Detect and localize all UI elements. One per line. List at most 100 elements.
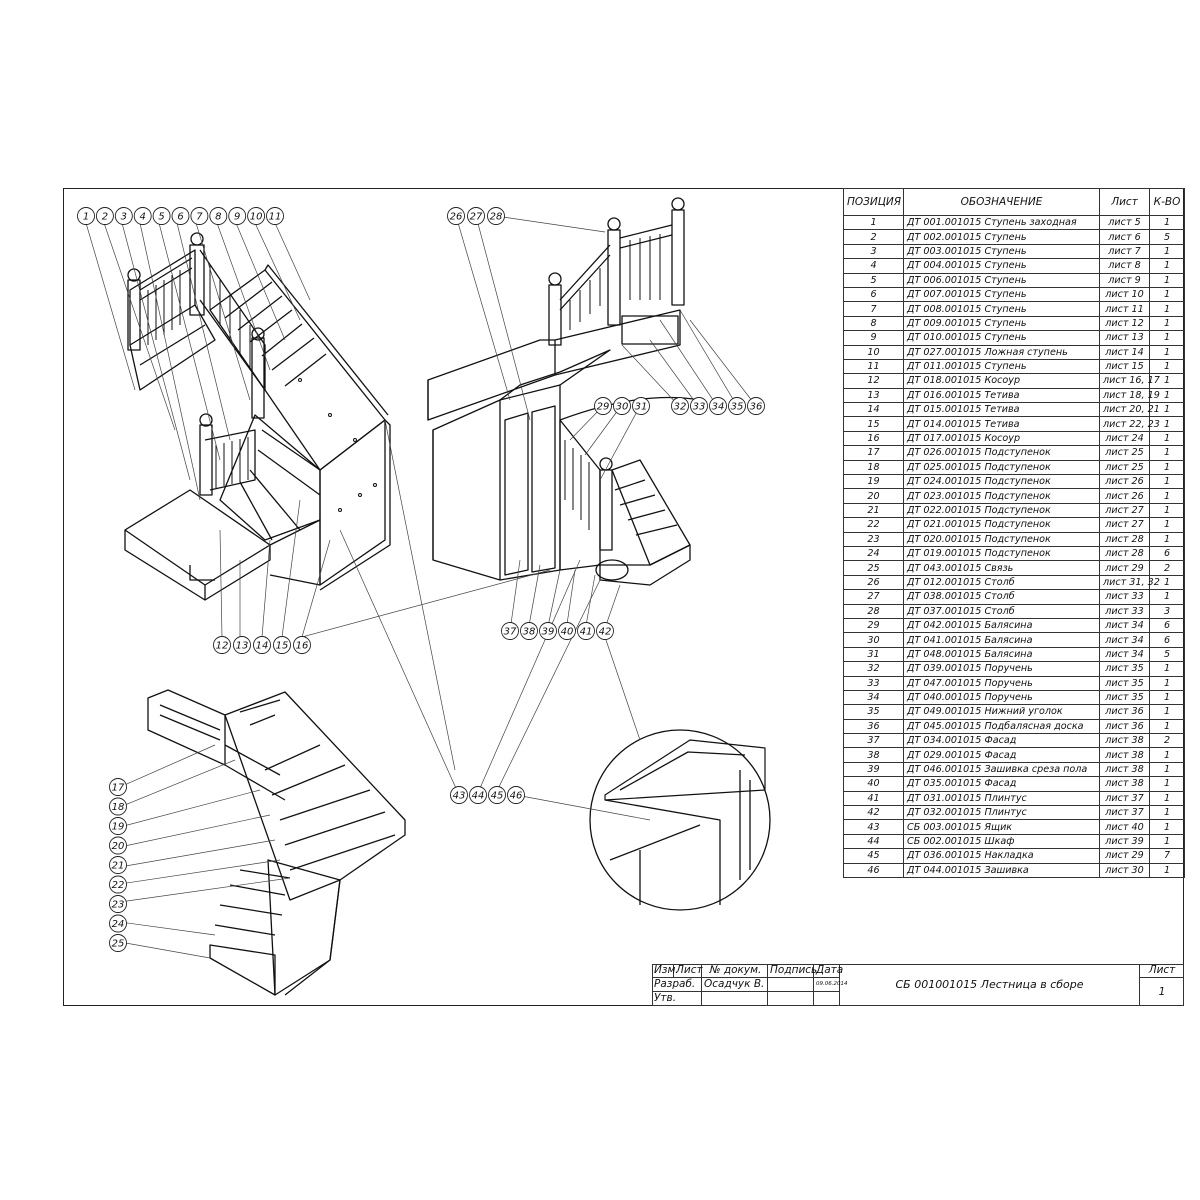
spec-designation: ДТ 010.001015 Ступень [903,330,1100,346]
spec-position: 36 [843,718,904,735]
spec-qty: 1 [1149,258,1185,274]
tb-date: Дата [814,964,844,978]
callout-5: 5 [152,207,171,225]
callout-label: 37 [504,627,517,638]
callout-8: 8 [209,207,228,225]
spec-designation: ДТ 011.001015 Ступень [903,358,1100,375]
spec-qty: 1 [1149,315,1185,332]
spec-qty: 1 [1149,330,1185,346]
callout-33: 33 [690,397,708,415]
spec-sheet: лист 8 [1099,258,1150,274]
spec-position: 39 [843,761,904,778]
spec-position: 25 [843,560,904,576]
tb-utv-name [702,992,768,1006]
spec-position: 17 [843,445,904,461]
spec-position: 6 [843,286,904,303]
spec-position: 35 [843,704,904,720]
spec-qty: 1 [1149,661,1185,677]
callout-label: 2 [102,212,108,223]
spec-position: 2 [843,229,904,245]
tb-utv-date [814,992,840,1006]
callout-label: 28 [490,212,503,223]
tb-utv-signature [768,992,814,1006]
spec-sheet: лист 39 [1099,833,1150,850]
spec-designation: ДТ 017.001015 Косоур [903,430,1100,447]
callout-label: 39 [542,627,555,638]
spec-position: 8 [843,315,904,332]
callout-35: 35 [728,397,746,415]
callout-label: 6 [177,212,183,223]
callout-label: 43 [453,791,466,802]
callout-30: 30 [613,397,631,415]
callout-45: 45 [488,786,506,804]
spec-sheet: лист 34 [1099,632,1150,648]
callout-40: 40 [558,622,576,640]
spec-qty: 1 [1149,790,1185,807]
spec-designation: ДТ 045.001015 Подбалясная доска [903,718,1100,735]
spec-designation: ДТ 026.001015 Подступенок [903,445,1100,461]
spec-designation: ДТ 019.001015 Подступенок [903,545,1100,562]
callout-label: 31 [635,402,648,413]
spec-qty: 1 [1149,459,1185,476]
callout-26: 26 [447,207,465,225]
tb-razrab: Разраб. [652,978,702,992]
spec-sheet: лист 24 [1099,430,1150,447]
spec-designation: ДТ 039.001015 Поручень [903,661,1100,677]
spec-qty: 1 [1149,474,1185,490]
callout-9: 9 [228,207,247,225]
spec-qty: 6 [1149,632,1185,648]
header-sheet: Лист [1099,188,1150,216]
callout-label: 3 [121,212,127,223]
spec-designation: ДТ 021.001015 Подступенок [903,517,1100,533]
spec-sheet: лист 33 [1099,589,1150,605]
spec-designation: ДТ 004.001015 Ступень [903,258,1100,274]
spec-designation: ДТ 034.001015 Фасад [903,733,1100,749]
spec-sheet: лист 28 [1099,545,1150,562]
callout-label: 33 [693,402,706,413]
callout-label: 26 [450,212,463,223]
spec-position: 10 [843,344,904,360]
spec-sheet: лист 20, 21 [1099,402,1160,418]
spec-position: 45 [843,848,904,864]
spec-position: 34 [843,689,904,706]
spec-sheet: лист 14 [1099,344,1150,360]
callout-label: 18 [112,802,125,813]
spec-qty: 1 [1149,243,1185,260]
callout-2: 2 [95,207,114,225]
callout-label: 22 [112,880,125,891]
spec-designation: СБ 003.001015 Ящик [903,819,1100,835]
spec-designation: ДТ 025.001015 Подступенок [903,459,1100,476]
spec-qty: 1 [1149,589,1185,605]
spec-sheet: лист 34 [1099,617,1150,634]
callout-label: 40 [561,627,574,638]
spec-position: 32 [843,661,904,677]
spec-qty: 5 [1149,229,1185,245]
spec-qty: 1 [1149,819,1185,835]
callout-label: 30 [616,402,629,413]
callout-label: 11 [269,212,282,223]
spec-designation: ДТ 018.001015 Косоур [903,373,1100,389]
spec-position: 14 [843,402,904,418]
callout-28: 28 [487,207,505,225]
spec-sheet: лист 36 [1099,704,1150,720]
spec-position: 18 [843,459,904,476]
spec-qty: 1 [1149,747,1185,763]
